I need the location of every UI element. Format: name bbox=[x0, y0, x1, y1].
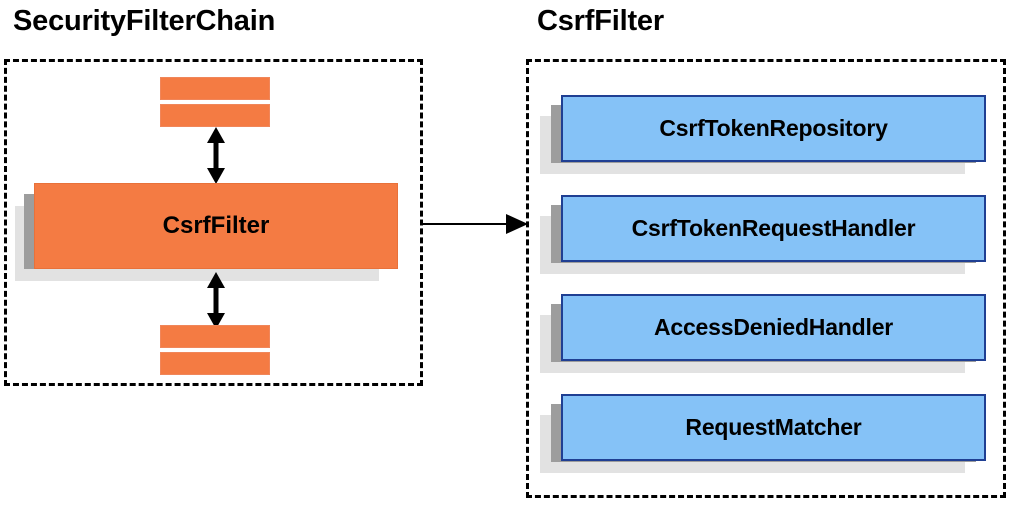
node-csrf-filter[interactable]: CsrfFilter bbox=[34, 183, 398, 269]
node-csrf-token-repository[interactable]: CsrfTokenRepository bbox=[561, 95, 986, 162]
node-request-matcher-label: RequestMatcher bbox=[685, 414, 862, 440]
node-csrf-token-request-handler[interactable]: CsrfTokenRequestHandler bbox=[561, 195, 986, 262]
filter-bar-below-2 bbox=[160, 352, 270, 375]
node-access-denied-handler-label: AccessDeniedHandler bbox=[653, 314, 894, 340]
node-request-matcher[interactable]: RequestMatcher bbox=[561, 394, 986, 461]
panel-title-security-filter-chain: SecurityFilterChain bbox=[13, 5, 276, 37]
filter-bar-below-1 bbox=[160, 325, 270, 348]
security-filter-chain-container bbox=[4, 59, 423, 386]
filter-bar-above-1 bbox=[160, 77, 270, 100]
panel-title-csrf-filter: CsrfFilter bbox=[537, 5, 664, 37]
filter-bar-above-2 bbox=[160, 104, 270, 127]
node-csrf-token-request-handler-label: CsrfTokenRequestHandler bbox=[631, 215, 916, 241]
node-access-denied-handler[interactable]: AccessDeniedHandler bbox=[561, 294, 986, 361]
node-csrf-token-repository-label: CsrfTokenRepository bbox=[659, 115, 888, 141]
bidirectional-arrow-below-icon bbox=[207, 272, 225, 329]
bidirectional-arrow-above-icon bbox=[207, 127, 225, 184]
left-to-right-arrow-icon bbox=[422, 214, 528, 234]
csrf-filter-collaborators-container bbox=[526, 59, 1006, 498]
node-csrf-filter-label: CsrfFilter bbox=[162, 212, 270, 239]
